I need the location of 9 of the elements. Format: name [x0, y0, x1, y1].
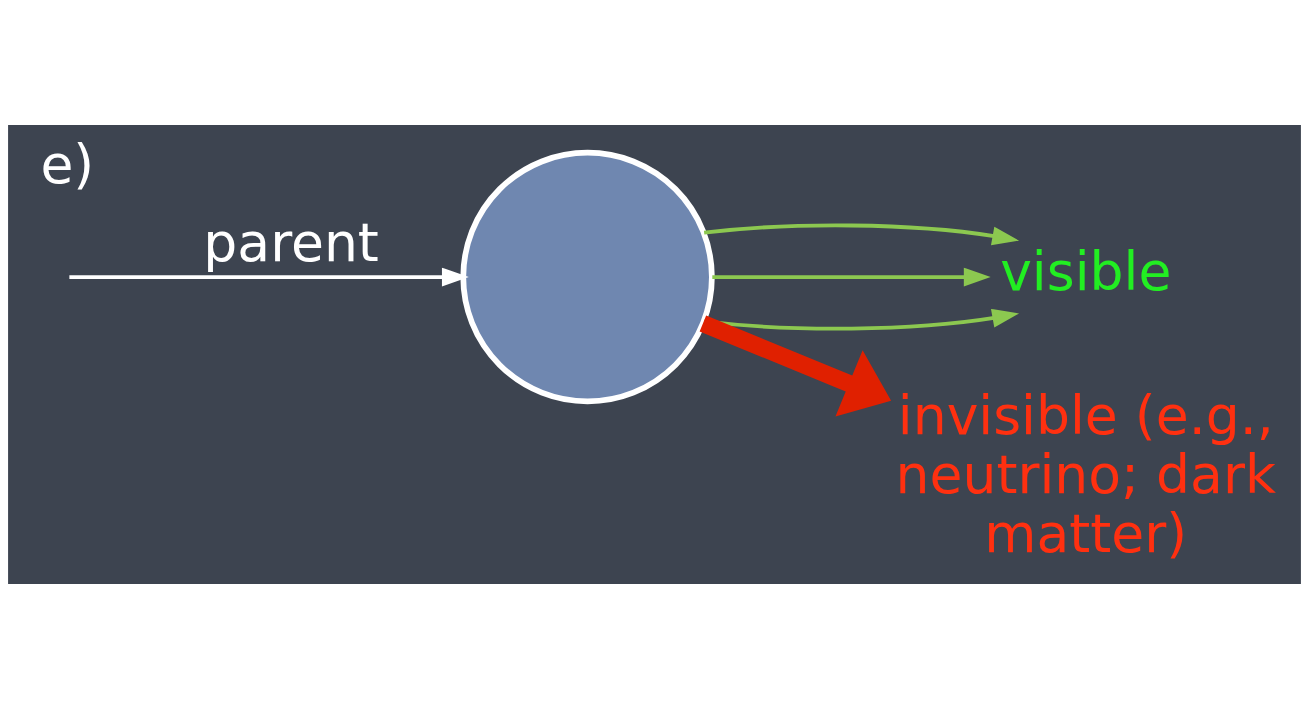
- node-text: invisible (e.g., neutrino; dark matter): [895, 383, 1276, 566]
- arrow: [69, 267, 469, 287]
- arrow: [712, 267, 991, 287]
- arrow: [699, 315, 892, 417]
- node-circle: [460, 149, 715, 405]
- node-text: visible: [1000, 240, 1172, 304]
- label: e): [40, 133, 95, 197]
- edge-label: parent: [203, 210, 379, 274]
- arrow: [703, 223, 1020, 246]
